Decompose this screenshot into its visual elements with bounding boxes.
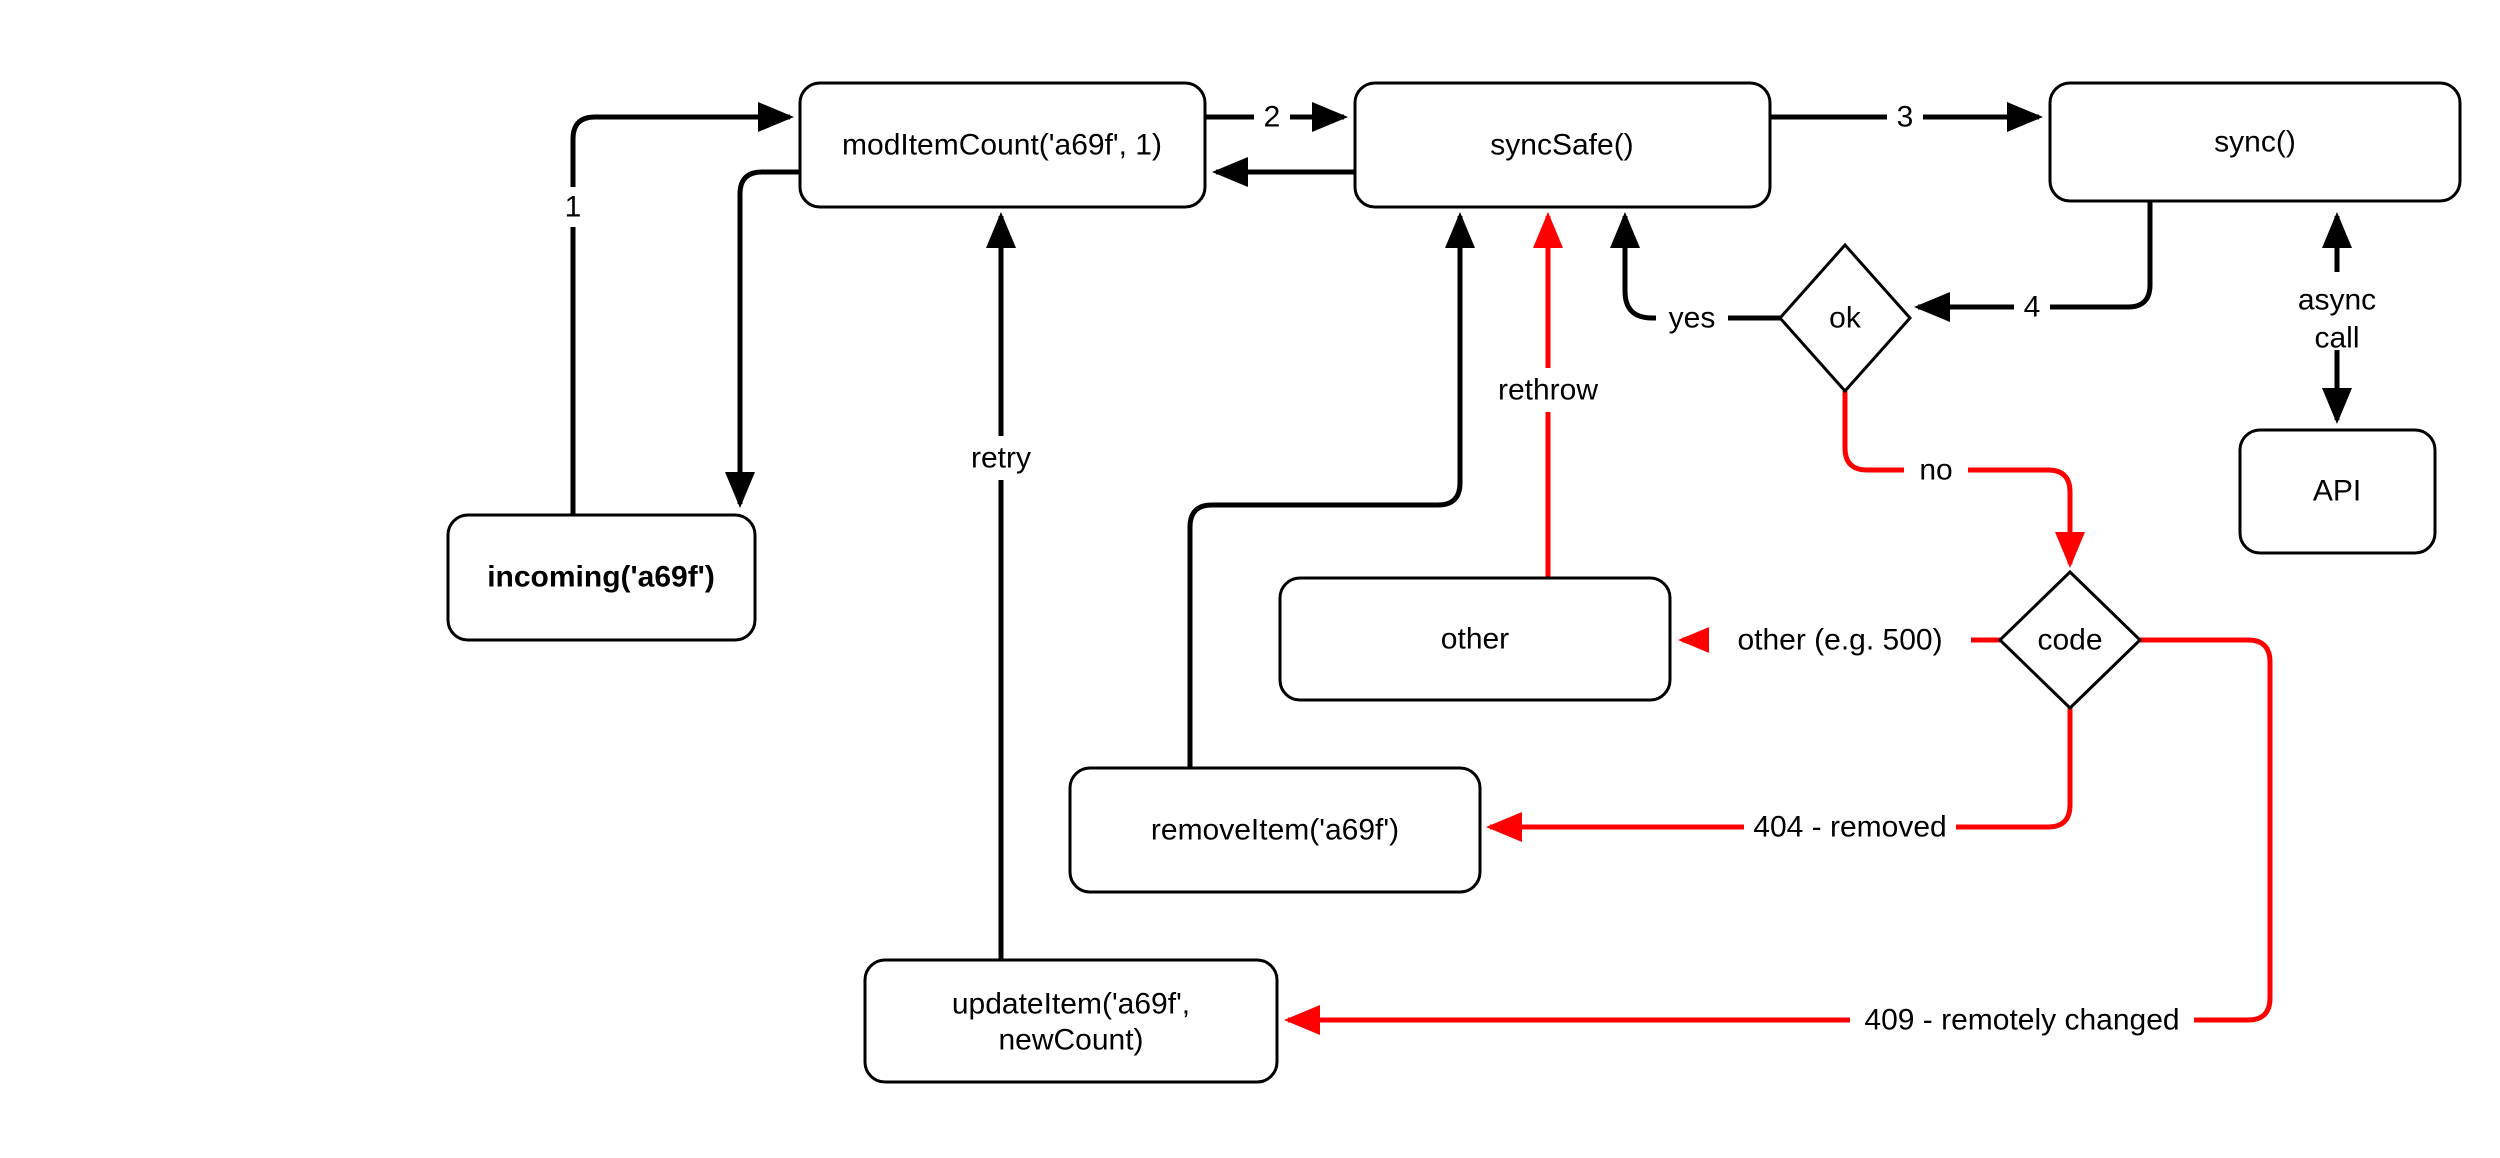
edge-label-bg [1850,1000,2194,1040]
node-removeItem-label: removeItem('a69f') [1151,814,1399,847]
edge-label-no: no [1919,454,1952,487]
edge-label-bg [1656,298,1728,338]
node-sync-label: sync() [2214,126,2296,159]
decision-code: code [1997,569,2143,711]
edge-sync-to-ok [1914,201,2153,322]
edge-incoming-to-modItemCount [570,102,794,515]
node-removeItem-shape [1068,766,1482,894]
edge-ok-to-syncSafe-yes [1610,212,1780,321]
edge-label-other-code: other (e.g. 500) [1737,624,1942,657]
node-sync: sync() [2048,81,2462,203]
edge-label-step3: 3 [1897,101,1914,134]
edge-label-rethrow: rethrow [1498,374,1598,407]
edge-label-async-line2: call [2314,322,2359,355]
decision-ok: ok [1777,242,1913,394]
decision-ok-label: ok [1829,302,1862,335]
edge-removeItem-to-syncSafe [1187,212,1475,768]
edge-label-step2: 2 [1264,101,1281,134]
node-syncSafe-shape [1353,81,1772,209]
node-updateItem-label-line2: newCount) [998,1024,1143,1057]
node-incoming-label: incoming('a69f') [487,561,715,594]
edge-label-bg [1709,620,1971,660]
edge-label-bg [556,187,590,227]
node-modItemCount-shape [798,81,1207,209]
edge-label-step1: 1 [565,191,582,224]
edge-labels: 1 2 3 4 yes no retry rethrow async call … [556,97,2376,1040]
decision-code-label: code [2037,624,2102,657]
edge-code-to-updateItem-409 [1284,637,2273,1035]
node-incoming-shape [446,513,757,642]
node-api-shape [2238,428,2437,555]
edge-label-bg [1744,807,1956,847]
edge-label-404-removed: 404 - removed [1753,811,1946,844]
node-other: other [1278,576,1672,702]
edge-code-to-removeItem-404 [1486,708,2073,842]
node-modItemCount: modItemCount('a69f', 1) [798,81,1207,209]
edge-label-bg [1488,368,1608,412]
edge-modItemCount-to-incoming [725,169,800,508]
node-updateItem-label-line1: updateItem('a69f', [952,988,1190,1021]
node-incoming: incoming('a69f') [446,513,757,642]
node-sync-shape [2048,81,2462,203]
edge-label-yes: yes [1669,302,1716,335]
node-other-label: other [1441,623,1509,656]
edge-label-async-line1: async [2298,284,2376,317]
edge-label-bg [1887,97,1923,137]
node-updateItem-shape [863,958,1279,1084]
edge-label-bg [2014,287,2050,327]
node-api-label: API [2313,475,2361,508]
edge-label-bg [1254,97,1290,137]
edge-label-409-changed: 409 - remotely changed [1864,1004,2179,1037]
node-removeItem: removeItem('a69f') [1068,766,1482,894]
node-api: API [2238,428,2437,555]
edge-label-step4: 4 [2024,291,2041,324]
edge-label-bg [957,436,1045,480]
node-other-shape [1278,576,1672,702]
edge-label-bg [1904,450,1968,490]
decision-code-shape [1997,569,2143,711]
decision-ok-shape [1777,242,1913,394]
node-modItemCount-label: modItemCount('a69f', 1) [842,129,1162,162]
edge-label-retry: retry [971,442,1031,475]
node-updateItem: updateItem('a69f', newCount) [863,958,1279,1084]
node-syncSafe: syncSafe() [1353,81,1772,209]
nodes: modItemCount('a69f', 1) syncSafe() sync(… [446,81,2462,1084]
node-syncSafe-label: syncSafe() [1490,129,1633,162]
